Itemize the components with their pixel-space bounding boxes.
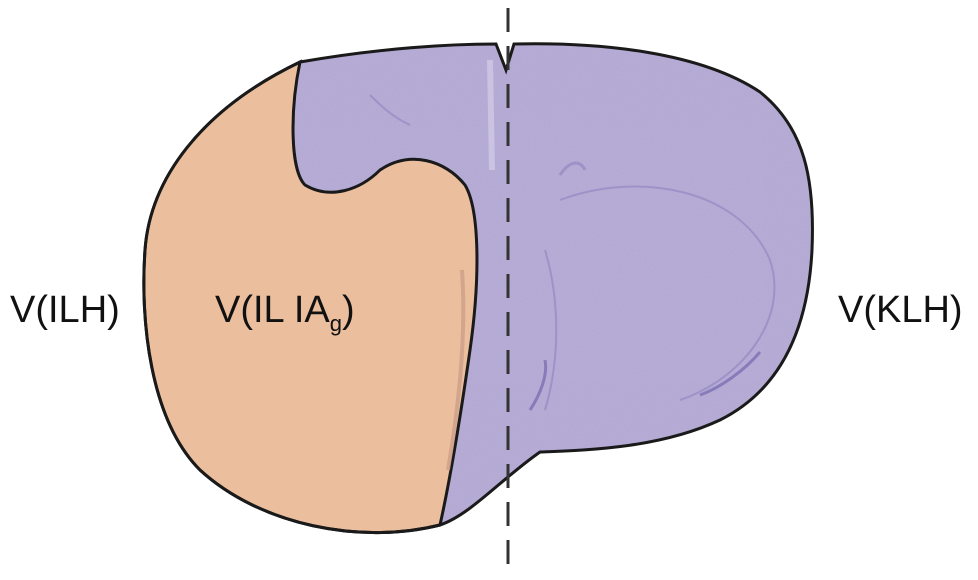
label-lesion-close: ) bbox=[342, 289, 355, 331]
label-lesion-subscript: g bbox=[330, 311, 342, 336]
label-lesion-volume: V(IL IAg) bbox=[215, 291, 355, 329]
label-ipsilateral-hemisphere: V(ILH) bbox=[10, 291, 120, 329]
label-contralateral-hemisphere: V(KLH) bbox=[838, 291, 963, 329]
label-lesion-main: V(IL IA bbox=[215, 289, 330, 331]
